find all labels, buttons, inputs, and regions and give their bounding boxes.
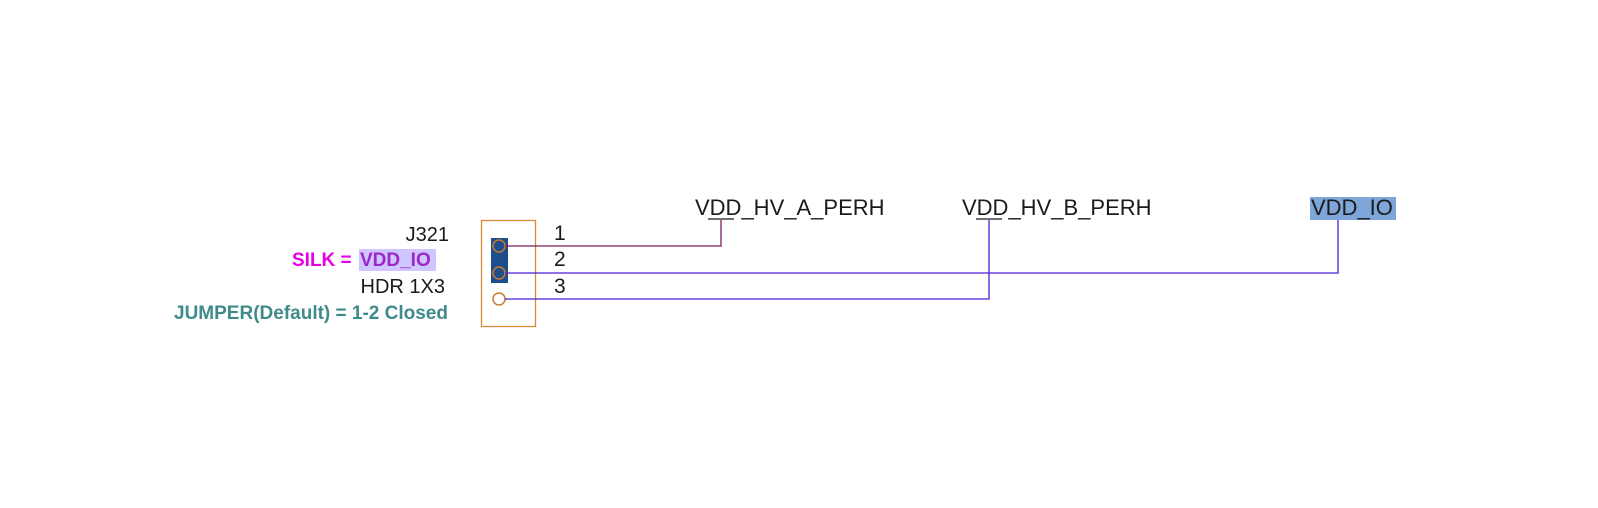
pin-3-number: 3	[554, 275, 566, 298]
wire-pin2-vdd-io[interactable]	[505, 220, 1339, 274]
wire-pin3-vdd-hv-b-perh[interactable]	[505, 220, 990, 300]
pin-2-number: 2	[554, 248, 566, 271]
silk-label: SILK =	[292, 250, 352, 271]
pin-3-pad[interactable]	[492, 292, 506, 306]
wire-pin1-vdd-hv-a-perh[interactable]	[505, 220, 722, 247]
component-refdes[interactable]: J321	[406, 224, 449, 246]
silk-value[interactable]: VDD_IO	[360, 250, 431, 271]
net-label-vdd-io[interactable]: VDD_IO	[1311, 195, 1393, 220]
pin-1-number: 1	[554, 222, 566, 245]
net-label-vdd-hv-a-perh[interactable]: VDD_HV_A_PERH	[695, 195, 885, 220]
net-label-vdd-io-highlight	[1310, 197, 1396, 220]
silk-value-highlight	[359, 249, 436, 271]
net-label-vdd-hv-b-perh[interactable]: VDD_HV_B_PERH	[962, 195, 1152, 220]
jumper-default-note: JUMPER(Default) = 1-2 Closed	[174, 303, 448, 324]
component-value[interactable]: HDR 1X3	[361, 276, 445, 298]
